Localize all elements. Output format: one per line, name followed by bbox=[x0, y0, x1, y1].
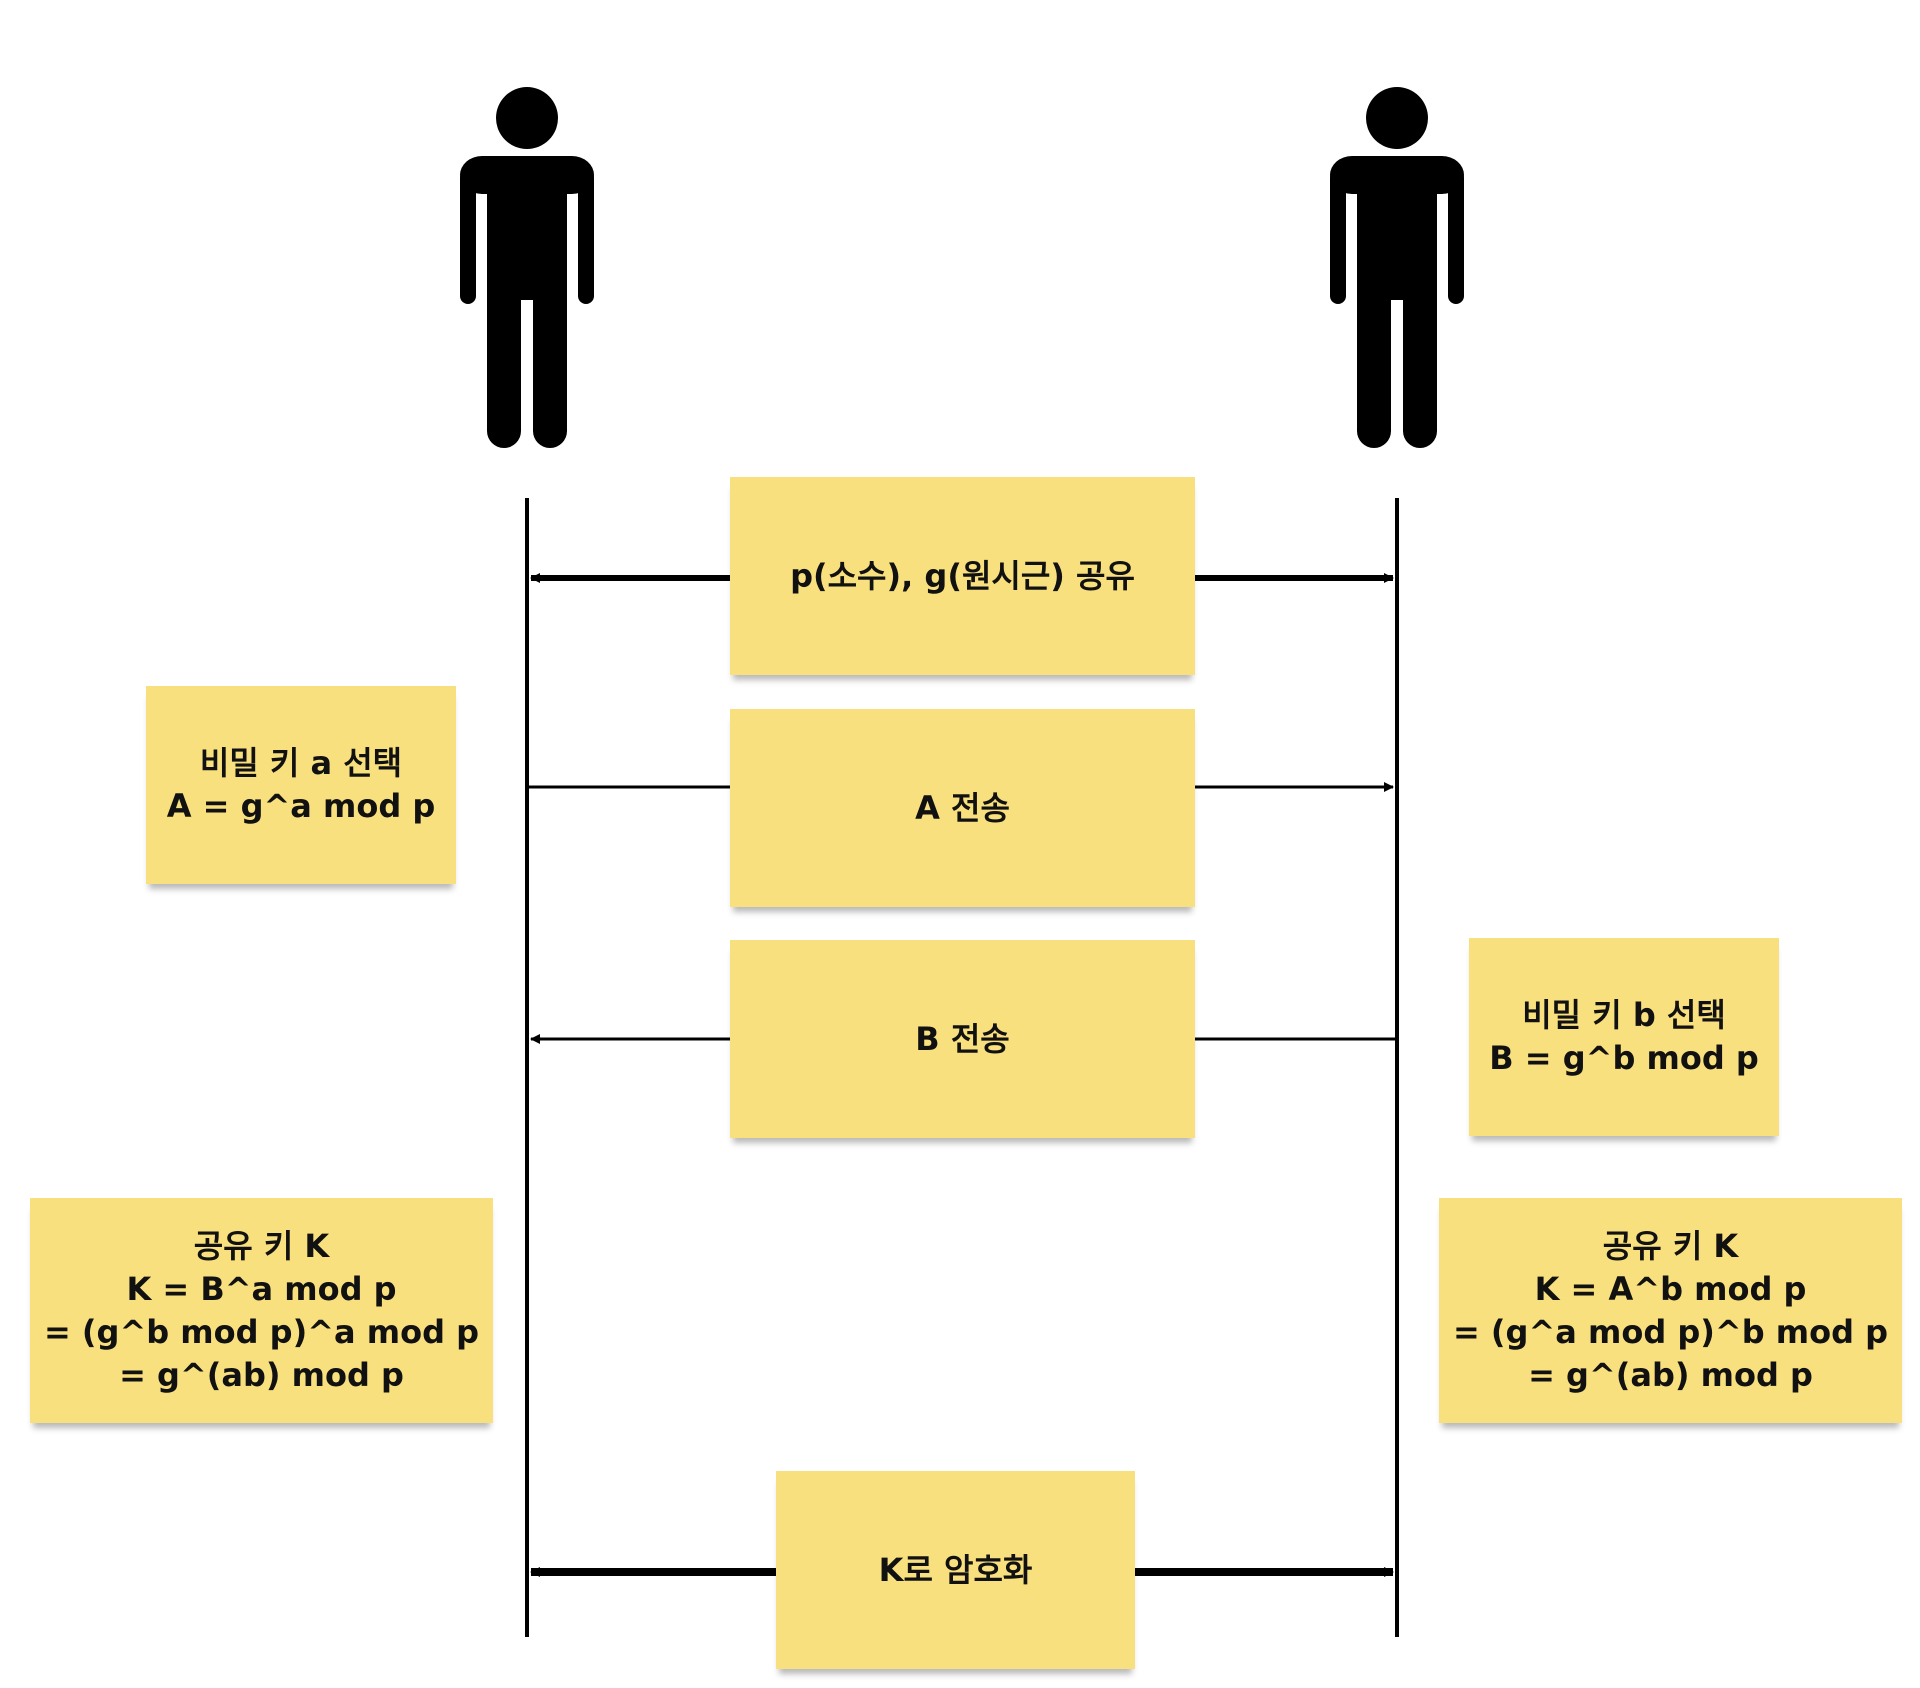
left-secret-line: A = g^a mod p bbox=[166, 787, 436, 825]
left-secret-note: 비밀 키 a 선택 A = g^a mod p bbox=[146, 686, 456, 884]
right-shared-key-line: = g^(ab) mod p bbox=[1528, 1355, 1813, 1394]
person-icon bbox=[1330, 87, 1464, 448]
left-shared-key-line: = g^(ab) mod p bbox=[119, 1355, 404, 1394]
right-shared-key-note: 공유 키 K K = A^b mod p = (g^a mod p)^b mod… bbox=[1439, 1198, 1902, 1423]
send-a-label: A 전송 bbox=[915, 788, 1010, 827]
encrypt-label: K로 암호화 bbox=[878, 1550, 1033, 1589]
person-icon bbox=[460, 87, 594, 448]
send-b-note: B 전송 bbox=[730, 940, 1195, 1138]
right-secret-note: 비밀 키 b 선택 B = g^b mod p bbox=[1469, 938, 1779, 1136]
left-shared-key-line: 공유 키 K bbox=[193, 1226, 330, 1265]
left-shared-key-line: = (g^b mod p)^a mod p bbox=[43, 1312, 480, 1351]
right-secret-line: B = g^b mod p bbox=[1489, 1039, 1759, 1077]
left-secret-line: 비밀 키 a 선택 bbox=[199, 744, 403, 782]
right-shared-key-line: K = A^b mod p bbox=[1534, 1269, 1807, 1308]
send-a-note: A 전송 bbox=[730, 709, 1195, 907]
right-shared-key-line: = (g^a mod p)^b mod p bbox=[1452, 1312, 1889, 1351]
share-params-label: p(소수), g(원시근) 공유 bbox=[790, 556, 1135, 595]
left-shared-key-note: 공유 키 K K = B^a mod p = (g^b mod p)^a mod… bbox=[30, 1198, 493, 1423]
share-params-note: p(소수), g(원시근) 공유 bbox=[730, 477, 1195, 675]
encrypt-note: K로 암호화 bbox=[776, 1471, 1135, 1669]
right-secret-line: 비밀 키 b 선택 bbox=[1522, 996, 1726, 1034]
send-b-label: B 전송 bbox=[915, 1019, 1010, 1058]
right-shared-key-line: 공유 키 K bbox=[1602, 1226, 1739, 1265]
left-shared-key-line: K = B^a mod p bbox=[126, 1269, 397, 1308]
